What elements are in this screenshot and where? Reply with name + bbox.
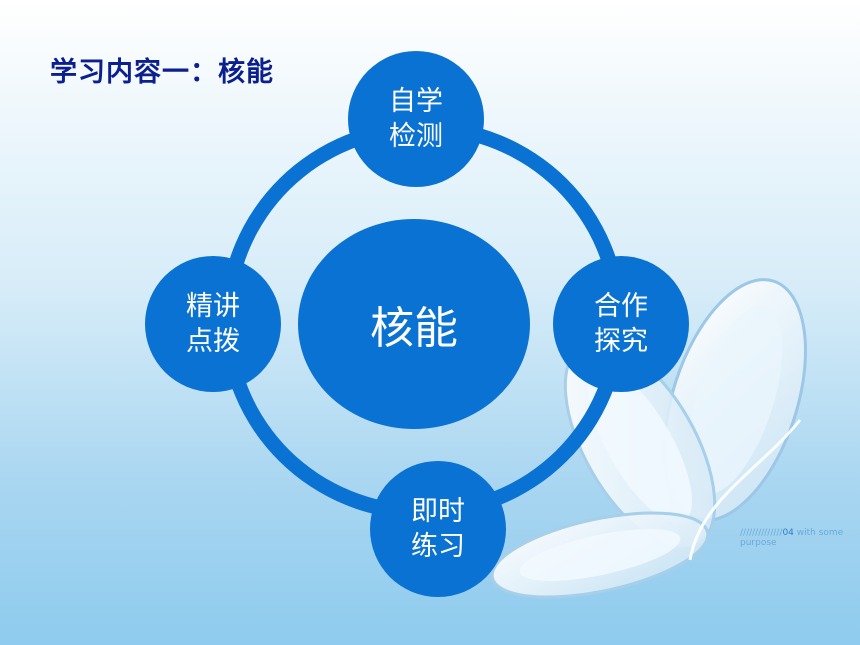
wing-lower-left <box>490 511 710 599</box>
node-label-line: 合作 <box>594 291 648 322</box>
node-explanation: 精讲 点拨 <box>145 256 281 392</box>
tagline-text: with some purpose <box>740 528 844 548</box>
center-label: 核能 <box>370 303 458 354</box>
node-self-study: 自学 检测 <box>348 51 484 187</box>
page-title: 学习内容一：核能 <box>50 57 274 88</box>
node-label-line: 检测 <box>389 121 443 152</box>
node-cooperation: 合作 探究 <box>553 256 689 392</box>
butterfly-body <box>688 419 802 561</box>
node-label-line: 点拨 <box>186 326 240 357</box>
node-label-line: 练习 <box>411 531 465 562</box>
node-label-line: 精讲 <box>186 291 240 322</box>
tagline-prefix: ////////////// <box>740 528 783 538</box>
node-practice: 即时 练习 <box>370 461 506 597</box>
tagline-number: 04 <box>782 528 794 538</box>
node-label-line: 探究 <box>594 326 648 357</box>
node-label-line: 自学 <box>389 86 443 117</box>
center-node: 核能 <box>298 219 530 429</box>
node-label-line: 即时 <box>411 496 465 527</box>
tagline: //////////////04 with some purpose <box>740 528 860 548</box>
